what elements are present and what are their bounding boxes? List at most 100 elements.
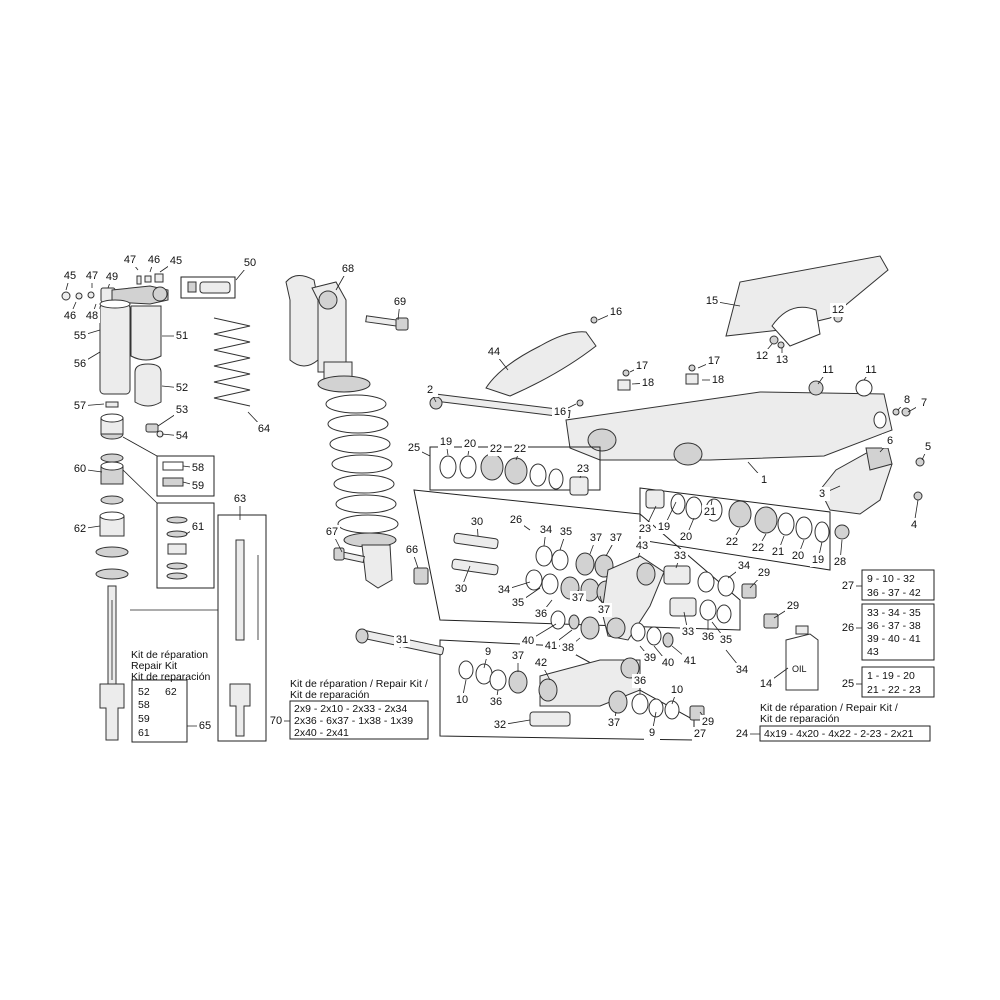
- callout-61: 61: [192, 521, 204, 533]
- callout-20: 20: [464, 438, 476, 450]
- callout-11: 11: [822, 364, 833, 376]
- callout-37: 37: [512, 650, 524, 662]
- callout-bg-12: [754, 349, 770, 363]
- bearing-kit-25: [429, 446, 601, 496]
- callout-bg-17: [706, 354, 722, 368]
- kit-front-text: Kit de réparation Repair Kit Kit de repa…: [131, 649, 211, 739]
- part-64-spring: [213, 317, 251, 407]
- swingarm: [429, 255, 925, 515]
- callout-18: 18: [712, 374, 724, 386]
- callout-6: 6: [887, 435, 893, 447]
- callout-bg-57: [72, 399, 88, 413]
- callout-37: 37: [598, 604, 610, 616]
- axle-slot: [873, 411, 887, 429]
- part-1: [565, 391, 893, 461]
- part-63-end: [229, 683, 251, 737]
- callout-bg-19: [810, 553, 826, 567]
- callout-37: 37: [590, 532, 602, 544]
- part-2-head: [429, 396, 443, 410]
- callout-9: 9: [485, 646, 491, 658]
- part-18-a: [617, 379, 631, 391]
- callout-bg-20: [790, 549, 806, 563]
- callout-bg-4: [906, 518, 922, 532]
- part-2: [433, 393, 571, 419]
- callout-bg-9: [644, 726, 660, 740]
- callout-27: 27: [694, 728, 706, 740]
- callout-bg-41: [543, 639, 559, 653]
- callout-bg-2: [422, 383, 438, 397]
- callout-bg-9: [480, 645, 496, 659]
- callout-bg-16: [552, 405, 568, 419]
- callout-50: 50: [244, 257, 256, 269]
- callout-25: 25: [842, 678, 854, 690]
- part-11-a: [808, 380, 824, 396]
- part-46-right: [144, 275, 152, 283]
- callout-40: 40: [522, 635, 534, 647]
- part-51: [130, 305, 162, 361]
- part-13: [777, 341, 785, 349]
- callout-10: 10: [456, 694, 468, 706]
- callout-33: 33: [682, 626, 694, 638]
- callout-60: 60: [74, 463, 86, 475]
- box-61: [156, 502, 215, 589]
- callout-bg-44: [486, 345, 502, 359]
- rear-shock: [285, 275, 429, 589]
- callout-12: 12: [832, 304, 844, 316]
- callout-59: 59: [192, 480, 204, 492]
- callout-12: 12: [756, 350, 768, 362]
- callout-bg-37: [608, 531, 624, 545]
- callout-37: 37: [608, 717, 620, 729]
- callout-29: 29: [702, 716, 714, 728]
- callout-24: 24: [736, 728, 748, 740]
- callout-bg-18: [640, 376, 656, 390]
- callout-40: 40: [662, 657, 674, 669]
- callout-bg-53: [174, 403, 190, 417]
- callout-bg-11: [863, 363, 879, 377]
- callout-bg-37: [570, 591, 586, 605]
- callout-44: 44: [488, 346, 500, 358]
- callout-35: 35: [512, 597, 524, 609]
- part-61-a: [166, 516, 188, 524]
- callout-bg-25: [840, 677, 856, 691]
- callout-5: 5: [925, 441, 931, 453]
- callout-33: 33: [674, 550, 686, 562]
- callout-bg-35: [558, 525, 574, 539]
- callout-bg-8: [899, 393, 915, 407]
- kit-front-box: [131, 679, 188, 743]
- callout-bg-39: [642, 651, 658, 665]
- callout-10: 10: [671, 684, 683, 696]
- callout-bg-66: [404, 543, 420, 557]
- callout-19: 19: [812, 554, 824, 566]
- callout-bg-14: [758, 677, 774, 691]
- leader-61-box: [122, 469, 158, 504]
- kit-boxes-right: [289, 569, 935, 742]
- callout-bg-32: [492, 718, 508, 732]
- part-cap-a: [95, 546, 129, 558]
- callout-48: 48: [86, 310, 98, 322]
- callout-bg-34: [736, 559, 752, 573]
- part-44: [485, 331, 597, 397]
- kit-25-row-2: 21 - 22 - 23: [867, 684, 921, 696]
- callout-63: 63: [234, 493, 246, 505]
- callout-bg-45: [62, 269, 78, 283]
- part-45-right: [154, 273, 164, 283]
- callout-23: 23: [577, 463, 589, 475]
- callout-45: 45: [170, 255, 182, 267]
- callout-68: 68: [342, 263, 354, 275]
- box-25: [429, 446, 601, 491]
- part-60-top: [100, 461, 124, 471]
- box-58-59: [156, 455, 215, 497]
- callout-bg-36: [533, 607, 549, 621]
- callout-bg-7: [916, 396, 932, 410]
- callout-34: 34: [540, 524, 552, 536]
- part-66: [413, 567, 429, 585]
- callout-bg-31: [394, 633, 410, 647]
- kit-70-row-3: 2x40 - 2x41: [294, 727, 349, 739]
- callout-bg-30: [453, 582, 469, 596]
- kit-26-text: 33 - 34 - 35 36 - 37 - 38 39 - 40 - 41 4…: [867, 607, 921, 658]
- kit-70-title-1: Kit de réparation / Repair Kit /: [290, 678, 428, 690]
- callout-7: 7: [921, 397, 927, 409]
- callout-9: 9: [649, 727, 655, 739]
- callout-bg-69: [392, 295, 408, 309]
- shock-clevis: [361, 544, 393, 589]
